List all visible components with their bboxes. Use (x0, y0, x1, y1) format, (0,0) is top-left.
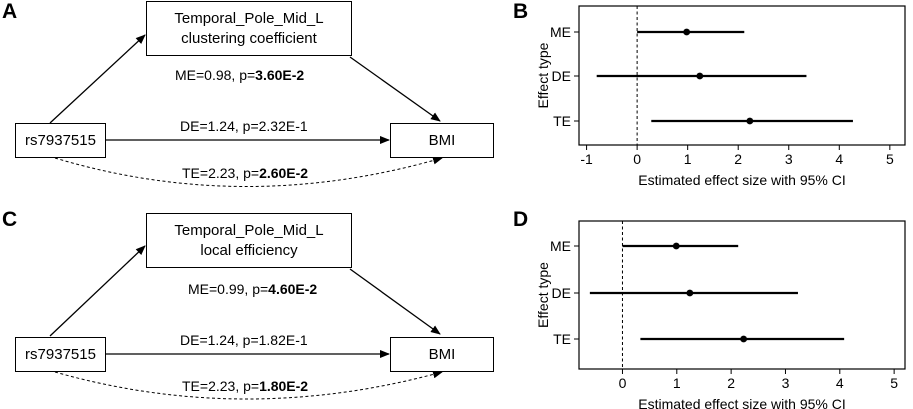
panel-letter-c: C (2, 208, 18, 231)
arrow-total-effect-top (54, 156, 443, 187)
panel-letter-d: D (513, 208, 529, 231)
te-label-top: TE=2.23, p=2.60E-2 (182, 165, 309, 181)
exposure-box-bottom: rs7937515 (15, 337, 106, 372)
y-tick-label-b: DE (552, 68, 571, 84)
y-tick-label-d: ME (550, 238, 571, 254)
panel-letter-a: A (2, 0, 18, 23)
y-axis-label-d: Effect type (535, 262, 551, 328)
outcome-box-bottom: BMI (390, 337, 494, 372)
x-tick-label-b: 2 (734, 151, 742, 167)
x-tick-label-d: 3 (782, 375, 790, 391)
y-tick-label-b: ME (550, 24, 571, 40)
te-p-value-bottom: 1.80E-2 (259, 378, 309, 394)
de-label-top: DE=1.24, p=2.32E-1 (180, 118, 308, 134)
te-p-value-top: 2.60E-2 (259, 165, 309, 181)
me-label-top: ME=0.98, p=3.60E-2 (175, 67, 305, 83)
mediator-box-bottom: Temporal_Pole_Mid_L local efficiency (146, 213, 352, 268)
me-p-value-bottom: 4.60E-2 (268, 281, 318, 297)
x-tick-label-d: 4 (836, 375, 844, 391)
me-label-bottom: ME=0.99, p=4.60E-2 (188, 281, 318, 297)
x-tick-label-d: 2 (727, 375, 735, 391)
x-tick-label-d: 1 (673, 375, 681, 391)
mediator-line2-top: clustering coefficient (181, 29, 317, 47)
estimate-point-te-d (740, 335, 748, 343)
estimate-point-de-b (696, 72, 704, 80)
x-tick-label-b: -1 (580, 151, 593, 167)
y-tick-label-b: TE (553, 113, 571, 129)
x-tick-label-b: 5 (886, 151, 894, 167)
plot-frame-d (578, 220, 906, 370)
estimate-point-de-d (686, 289, 694, 297)
x-tick-label-d: 5 (890, 375, 898, 391)
y-tick-label-d: DE (552, 285, 571, 301)
x-axis-label-b: Estimated effect size with 95% CI (638, 172, 846, 188)
mediator-line1-bottom: Temporal_Pole_Mid_L (174, 221, 324, 239)
x-tick-label-b: 3 (785, 151, 793, 167)
x-tick-label-b: 0 (633, 151, 641, 167)
estimate-point-me-b (683, 28, 691, 36)
x-tick-label-d: 0 (619, 375, 627, 391)
x-axis-label-d: Estimated effect size with 95% CI (638, 396, 846, 409)
x-tick-label-b: 1 (684, 151, 692, 167)
arrow-total-effect-bottom (54, 370, 443, 400)
te-label-bottom: TE=2.23, p=1.80E-2 (182, 378, 309, 394)
exposure-box-top: rs7937515 (15, 123, 106, 158)
arrow-exposure-to-mediator-top (49, 34, 146, 124)
estimate-point-me-d (672, 242, 680, 250)
mediator-line1-top: Temporal_Pole_Mid_L (174, 9, 324, 27)
de-label-bottom: DE=1.24, p=1.82E-1 (180, 332, 308, 348)
arrow-exposure-to-mediator-bottom (49, 245, 146, 337)
arrow-mediator-to-outcome-top (349, 56, 441, 122)
estimate-point-te-b (746, 117, 754, 125)
me-p-value-top: 3.60E-2 (255, 67, 305, 83)
x-tick-label-b: 4 (835, 151, 843, 167)
mediator-line2-bottom: local efficiency (200, 241, 298, 259)
outcome-box-top: BMI (390, 123, 494, 158)
y-tick-label-d: TE (553, 331, 571, 347)
y-axis-label-b: Effect type (535, 42, 551, 108)
arrow-mediator-to-outcome-bottom (349, 268, 441, 335)
panel-letter-b: B (513, 0, 529, 23)
mediator-box-top: Temporal_Pole_Mid_L clustering coefficie… (146, 1, 352, 56)
